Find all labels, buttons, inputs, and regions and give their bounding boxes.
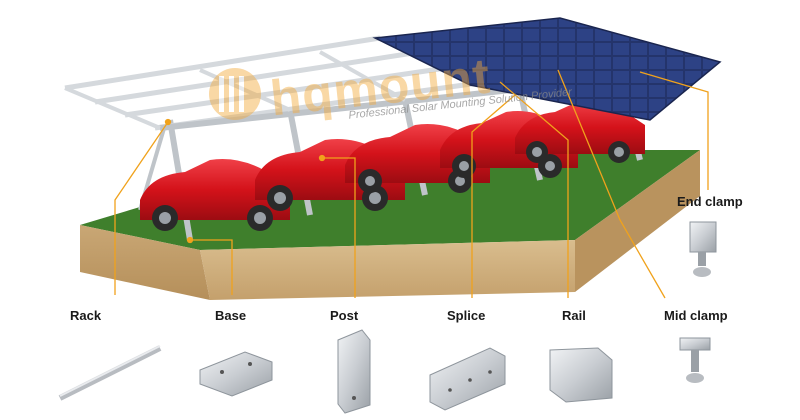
base-thumbnail	[199, 351, 273, 397]
label-rack: Rack	[70, 308, 102, 323]
cars	[140, 100, 645, 231]
leader-lines	[114, 69, 709, 299]
leader-line-end-clamp	[639, 71, 709, 190]
post-thumbnail	[337, 329, 371, 414]
rail-beam	[124, 63, 461, 118]
label-splice: Splice	[447, 308, 486, 323]
car	[515, 100, 645, 163]
mid-clamp-thumbnail	[679, 337, 711, 383]
solar-panel-array	[372, 17, 722, 121]
splice-thumbnail	[429, 347, 506, 411]
rack-beam	[199, 68, 291, 112]
leader-line-base	[190, 239, 233, 295]
soil-side	[200, 240, 575, 300]
leader-line-splice	[471, 94, 516, 298]
component-thumbnails	[58, 221, 717, 414]
rack-beam	[319, 50, 406, 102]
car	[140, 159, 290, 231]
leader-dot	[186, 236, 194, 244]
rail-beam	[64, 35, 381, 91]
rail-beam	[94, 49, 421, 105]
rack-thumbnail	[58, 345, 162, 401]
label-end-clamp: End clamp	[677, 194, 743, 209]
leader-line-rack	[114, 121, 169, 295]
leader-line-post	[322, 157, 356, 298]
label-post: Post	[330, 308, 359, 323]
soil-right	[575, 150, 700, 292]
label-rail: Rail	[562, 308, 586, 323]
brand-logo-icon	[209, 68, 261, 120]
leader-line-mid-clamp	[557, 69, 666, 299]
label-mid-clamp: Mid clamp	[664, 308, 728, 323]
end-clamp-thumbnail	[689, 221, 717, 277]
leader-line-rail	[499, 81, 569, 298]
rack-beam	[64, 86, 161, 130]
label-base: Base	[215, 308, 247, 323]
leader-dot	[318, 154, 326, 162]
rail-thumbnail	[549, 347, 613, 403]
solar-panels	[372, 17, 722, 121]
leader-dot	[164, 118, 172, 126]
soil-front	[80, 225, 210, 300]
